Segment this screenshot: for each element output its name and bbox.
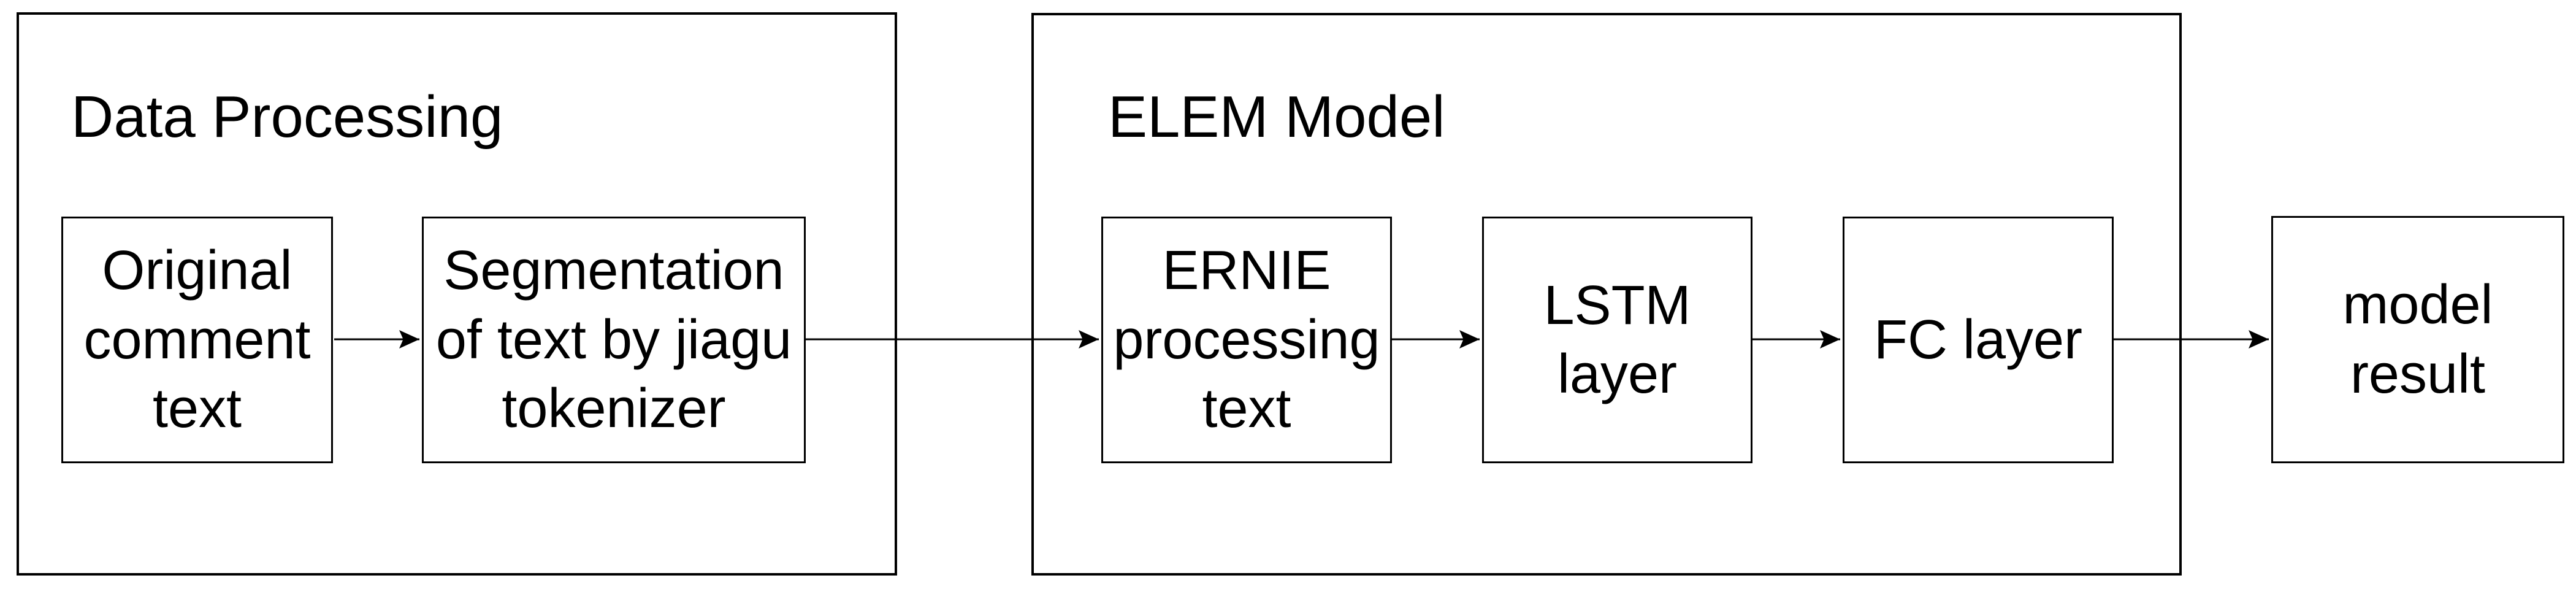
node-fc-layer: FC layer — [1843, 217, 2114, 463]
node-ernie-processing-text: ERNIE processing text — [1101, 217, 1392, 463]
group-label-data-processing: Data Processing — [71, 84, 503, 150]
node-label-original-comment-text: Original comment text — [83, 240, 311, 440]
node-label-segmentation-jiagu: Segmentation of text by jiagu tokenizer — [435, 240, 792, 440]
node-original-comment-text: Original comment text — [61, 217, 333, 463]
node-label-model-result: model result — [2342, 274, 2493, 405]
group-elem-model: ELEM Model — [1031, 13, 2182, 576]
node-label-fc-layer: FC layer — [1873, 309, 2083, 371]
node-label-lstm-layer: LSTM layer — [1543, 274, 1691, 406]
group-label-elem-model: ELEM Model — [1108, 84, 1445, 150]
node-model-result: model result — [2271, 216, 2564, 463]
node-label-ernie-processing-text: ERNIE processing text — [1113, 240, 1380, 440]
group-data-processing: Data Processing — [17, 12, 897, 576]
node-lstm-layer: LSTM layer — [1482, 217, 1752, 463]
node-segmentation-jiagu: Segmentation of text by jiagu tokenizer — [422, 217, 806, 463]
